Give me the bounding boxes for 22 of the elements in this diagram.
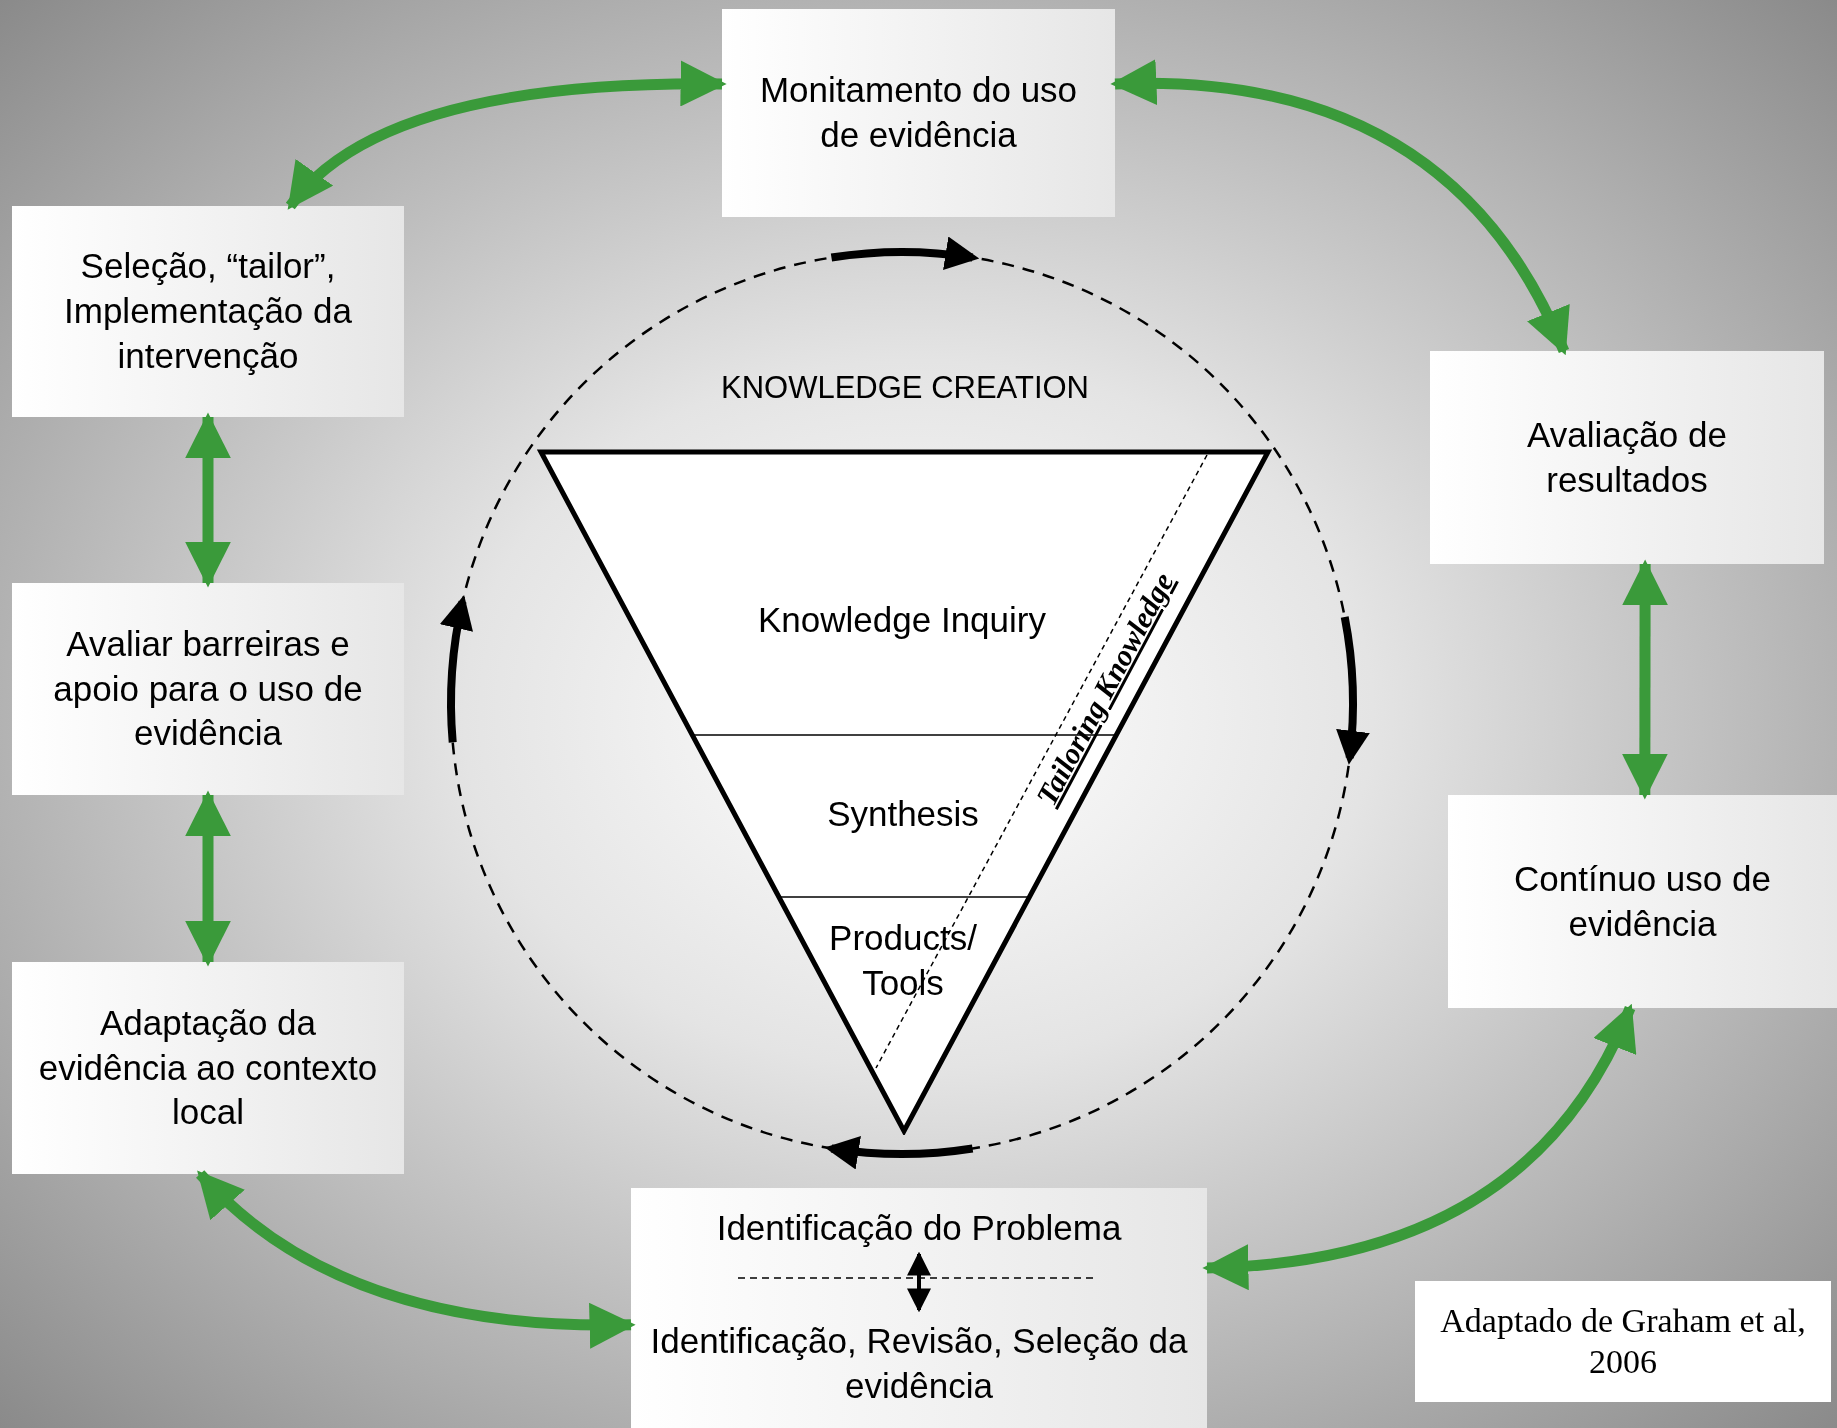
double-arrow: [185, 412, 231, 588]
process-box: Avaliar barreiras e apoio para o uso de evidência: [12, 583, 404, 795]
double-arrow: [1621, 559, 1669, 800]
double-arrow: [1202, 1003, 1636, 1289]
process-box: Seleção, “tailor”, Implementação da intervenção: [12, 206, 404, 417]
double-arrow: [1110, 60, 1569, 356]
double-arrow: [286, 61, 727, 210]
double-arrow: [196, 1170, 636, 1348]
funnel-section-label: Knowledge Inquiry: [752, 570, 1052, 670]
process-box: Monitamento do uso de evidência: [722, 9, 1115, 217]
step-text: Identificação do Problema: [631, 1202, 1207, 1254]
process-box: Avaliação de resultados: [1430, 351, 1824, 564]
process-box: Adaptação da evidência ao contexto local: [12, 962, 404, 1174]
double-arrow: [185, 790, 231, 967]
funnel-section-label: Products/ Tools: [813, 913, 993, 1009]
step-text: Identificação, Revisão, Seleção da evidência: [631, 1310, 1207, 1418]
process-box: [631, 1188, 1207, 1428]
citation-box: Adaptado de Graham et al, 2006: [1415, 1281, 1831, 1402]
funnel-section-label: Synthesis: [783, 790, 1023, 838]
process-box: Contínuo uso de evidência: [1448, 795, 1837, 1008]
double-arrow: [907, 1251, 931, 1313]
heading-text: KNOWLEDGE CREATION: [720, 370, 1090, 406]
